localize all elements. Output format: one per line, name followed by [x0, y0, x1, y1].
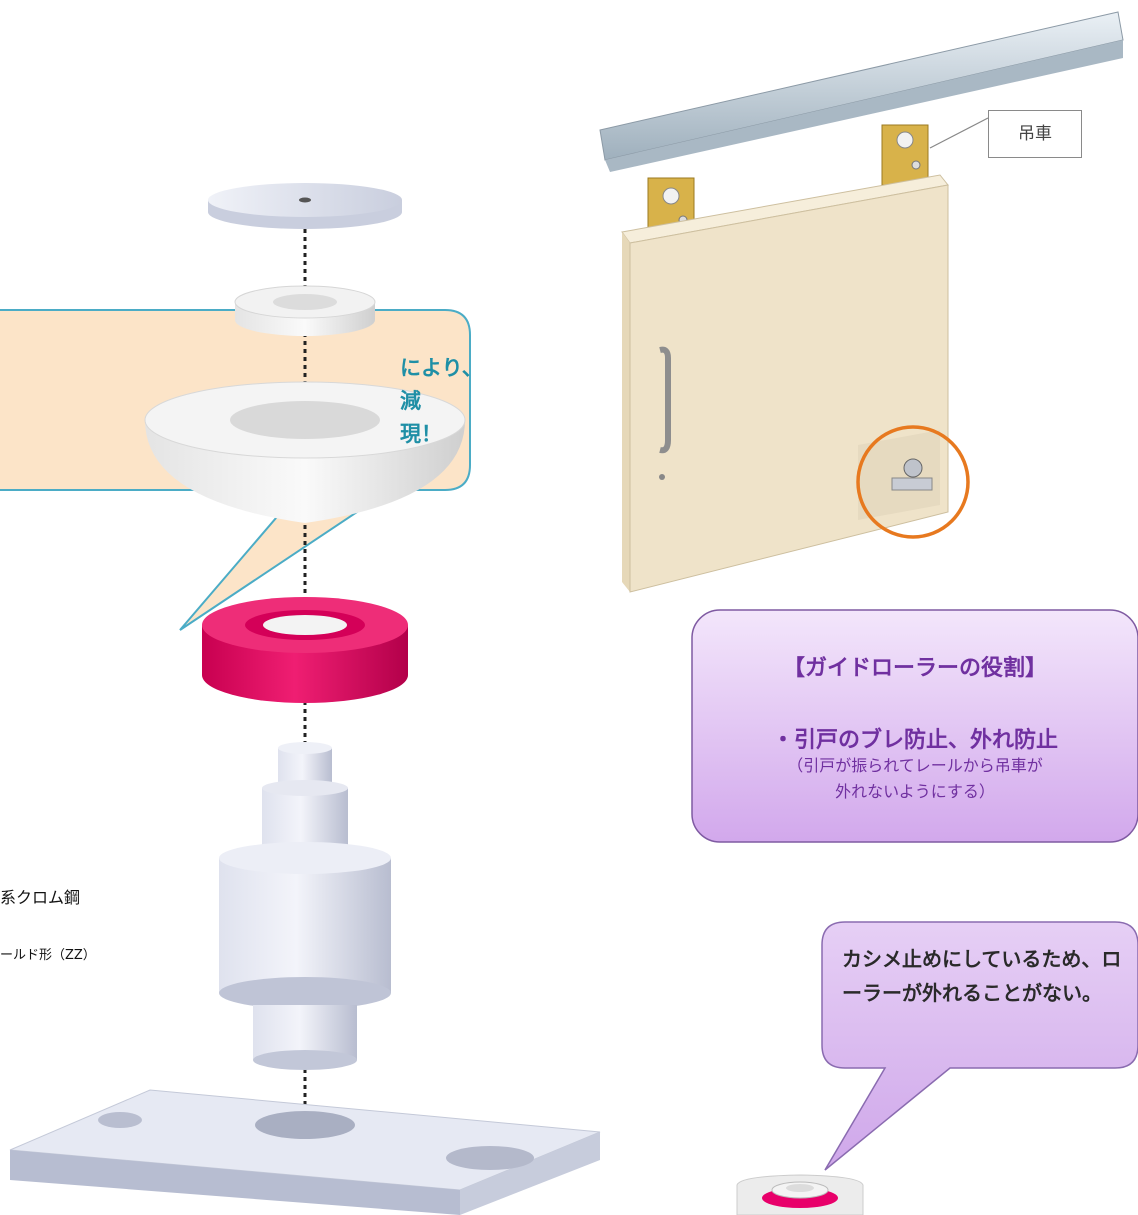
kashime-callout-text: カシメ止めにしているため、ローラーが外れることがない。 — [842, 947, 1122, 1005]
spec-material: 系クロム鋼 — [0, 888, 81, 907]
hanger-wheel-right — [881, 124, 929, 186]
spacer-ring — [234, 285, 376, 336]
callout-line-1: により、 — [400, 356, 483, 380]
rail — [599, 11, 1124, 172]
base-plate — [9, 1089, 601, 1215]
sliding-door — [621, 174, 949, 593]
role-box — [691, 609, 1138, 843]
hanger-leader-line — [929, 117, 989, 149]
door-handle — [659, 346, 671, 480]
roller-tire — [144, 381, 466, 523]
guide-roller-mounted — [891, 458, 933, 491]
spec-seal-type: ールド形（ZZ） — [0, 948, 96, 963]
kashime-callout-bubble — [821, 921, 1138, 1171]
role-box-detail-2: 外れないようにする） — [835, 782, 995, 801]
bearing — [202, 597, 408, 703]
top-washer — [208, 183, 402, 229]
callout-line-2: 減 — [400, 389, 421, 413]
hanger-label: 吊車 — [988, 110, 1082, 158]
role-box-main-point: ・引戸のブレ防止、外れ防止 — [771, 728, 1058, 753]
role-box-detail-1: （引戸が振られてレールから吊車が — [787, 756, 1043, 775]
stepped-shaft — [219, 742, 391, 1070]
assembled-roller-preview — [736, 1174, 864, 1215]
callout-line-3: 現！ — [400, 422, 442, 446]
role-box-title: 【ガイドローラーの役割】 — [782, 656, 1047, 681]
highlight-circle — [856, 425, 970, 539]
